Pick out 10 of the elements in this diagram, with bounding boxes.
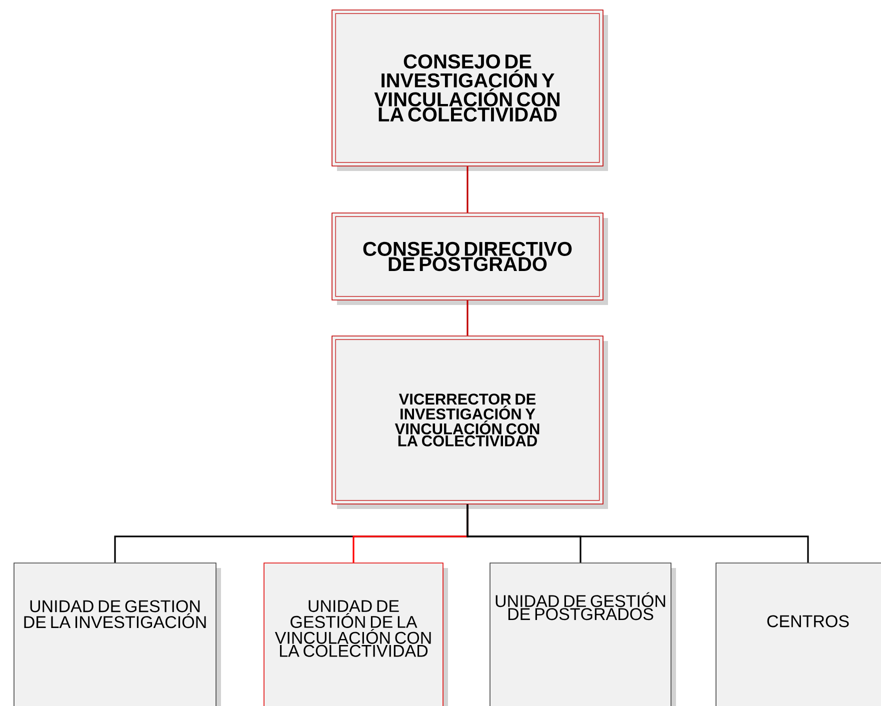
- office-box: VICERRECTOR DE INVESTIGACIÓN Y VINCULACIÓN CON LA COLECTIVIDAD: [332, 336, 608, 509]
- connector-line: [466, 504, 809, 563]
- unit-box: UNIDAD DE GESTIÓN DE POSTGRADOS: [490, 562, 676, 706]
- council-box: CONSEJO DE INVESTIGACIÓN Y VINCULACIÓN CON LA COLECTIVIDAD: [332, 10, 608, 171]
- connector-line: [466, 300, 468, 336]
- council-box: CONSEJO DIRECTIVO DE POSTGRADO: [332, 212, 608, 305]
- unit-box: UNIDAD DE GESTION DE LA INVESTIGACIÓN: [14, 562, 221, 706]
- connector-line: [466, 166, 468, 213]
- unit-box: UNIDAD DE GESTIÓN DE LA VINCULACIÓN CON LA COLECTIVIDAD: [264, 562, 448, 706]
- unit-box: CENTROS: [716, 562, 881, 706]
